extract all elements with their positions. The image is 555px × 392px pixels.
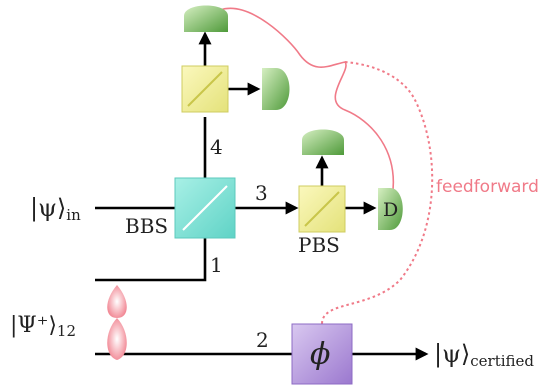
path-1-label: 1 (210, 253, 223, 277)
path-3-label: 3 (255, 181, 268, 205)
entangled-source-shape-lower (107, 318, 127, 360)
path-2-label: 2 (256, 328, 269, 352)
bbs-diagonal (182, 185, 228, 231)
detector-d (378, 188, 403, 230)
phase-label: ϕ (310, 337, 330, 372)
entangled-source-shape (107, 285, 127, 318)
bbs-label: BBS (125, 214, 168, 238)
detector-pbs-top (302, 129, 344, 155)
pbs-right-diagonal (304, 191, 340, 227)
pbs-upper-diagonal (187, 71, 223, 107)
path-4-label: 4 (210, 135, 223, 159)
phase-box (291, 323, 353, 385)
feedforward-dotted-line (321, 61, 434, 325)
feedforward-label: feedforward (436, 177, 539, 197)
feedforward-line-top (219, 7, 395, 199)
detector-top (184, 5, 228, 32)
output-state-label: |ψ⟩certified (434, 340, 534, 370)
detector-d-label: D (383, 199, 398, 221)
pbs-label: PBS (298, 233, 340, 257)
input-state-label: |ψ⟩in (30, 194, 81, 224)
path-1-beam (95, 238, 207, 282)
bell-state-label: |Ψ⁺⟩12 (10, 313, 76, 340)
detector-right-upper (262, 68, 290, 110)
